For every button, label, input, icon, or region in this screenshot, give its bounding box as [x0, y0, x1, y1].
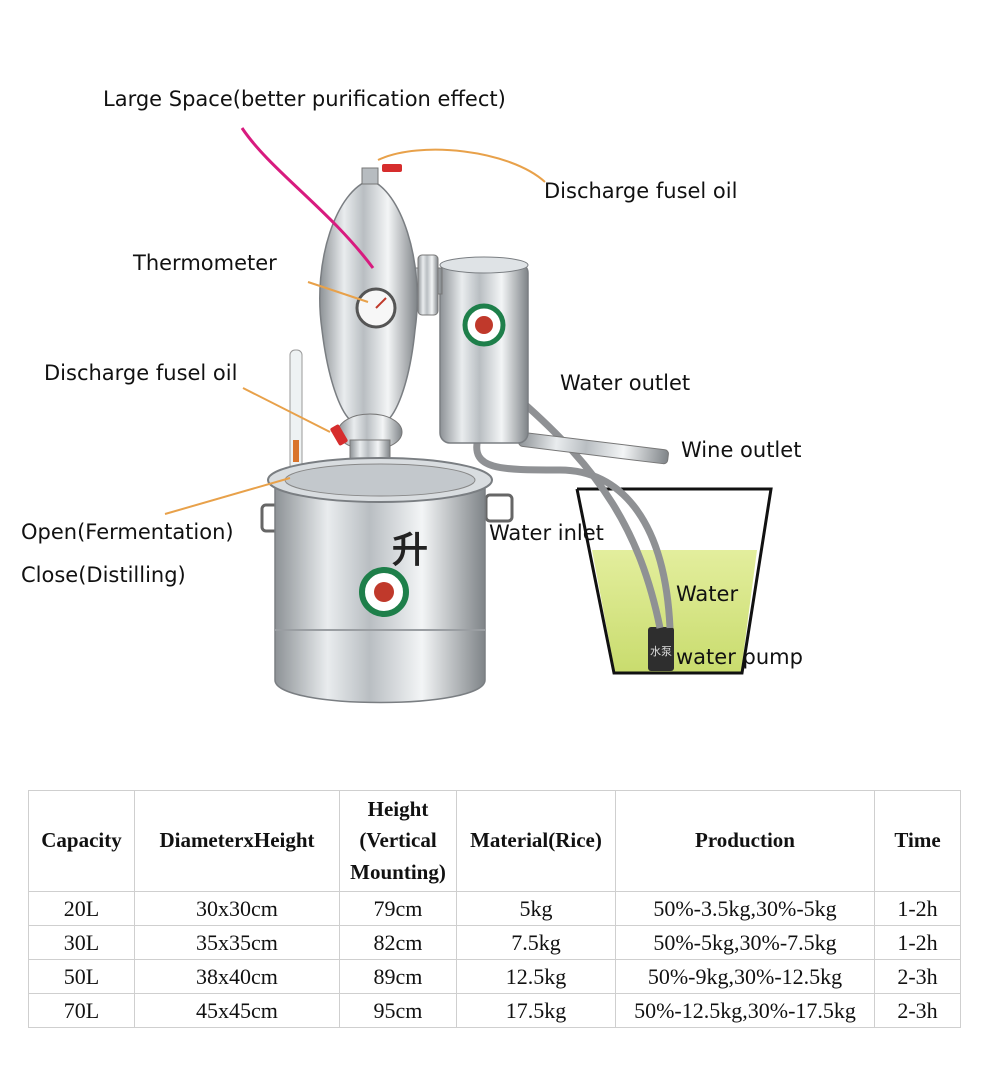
water-fill	[592, 550, 757, 672]
label-discharge-fusel-oil-top: Discharge fusel oil	[544, 179, 738, 203]
cell-diameter-height: 45x45cm	[134, 993, 340, 1028]
water-pump: 水泵	[648, 627, 674, 671]
cell-diameter-height: 30x30cm	[134, 891, 340, 926]
discharge-top-leader	[377, 148, 546, 183]
cell-material: 17.5kg	[456, 993, 616, 1028]
pump-text: 水泵	[650, 645, 672, 658]
header-production: Production	[615, 790, 875, 892]
table-row: 30L 35x35cm 82cm 7.5kg 50%-5kg,30%-7.5kg…	[28, 925, 961, 960]
top-valve-icon	[382, 164, 402, 172]
cell-height: 95cm	[339, 993, 457, 1028]
table-header-row: Capacity DiameterxHeight Height (Vertica…	[28, 790, 961, 892]
label-water-inlet: Water inlet	[489, 521, 604, 545]
header-material: Material(Rice)	[456, 790, 616, 892]
spec-table: Capacity DiameterxHeight Height (Vertica…	[28, 790, 961, 1028]
cell-production: 50%-3.5kg,30%-5kg	[615, 891, 875, 926]
cell-capacity: 30L	[28, 925, 135, 960]
cell-height: 82cm	[339, 925, 457, 960]
cell-height: 79cm	[339, 891, 457, 926]
cell-production: 50%-9kg,30%-12.5kg	[615, 959, 875, 994]
label-wine-outlet: Wine outlet	[681, 438, 802, 462]
header-capacity: Capacity	[28, 790, 135, 892]
cell-diameter-height: 38x40cm	[134, 959, 340, 994]
header-time: Time	[874, 790, 961, 892]
label-thermometer: Thermometer	[133, 251, 277, 275]
cell-production: 50%-12.5kg,30%-17.5kg	[615, 993, 875, 1028]
label-water: Water	[676, 582, 739, 606]
cell-time: 1-2h	[874, 925, 961, 960]
cell-time: 2-3h	[874, 993, 961, 1028]
cell-production: 50%-5kg,30%-7.5kg	[615, 925, 875, 960]
thermometer-leader	[307, 281, 369, 303]
large-space-leader	[240, 127, 375, 269]
pot-logo-text: 升	[392, 530, 428, 571]
cell-height: 89cm	[339, 959, 457, 994]
table-row: 20L 30x30cm 79cm 5kg 50%-3.5kg,30%-5kg 1…	[28, 891, 961, 926]
table-row: 50L 38x40cm 89cm 12.5kg 50%-9kg,30%-12.5…	[28, 959, 961, 994]
condenser	[439, 256, 529, 444]
cell-time: 2-3h	[874, 959, 961, 994]
cell-material: 12.5kg	[456, 959, 616, 994]
label-water-pump: water pump	[676, 645, 803, 669]
cell-material: 7.5kg	[456, 925, 616, 960]
water-bucket	[575, 487, 773, 675]
table-row: 70L 45x45cm 95cm 17.5kg 50%-12.5kg,30%-1…	[28, 993, 961, 1028]
distiller-diagram: 水泵 升	[164, 127, 773, 704]
label-water-outlet: Water outlet	[560, 371, 691, 395]
cell-material: 5kg	[456, 891, 616, 926]
header-height-vertical: Height (Vertical Mounting)	[339, 790, 457, 892]
label-close-distilling: Close(Distilling)	[21, 563, 186, 587]
open-close-leader	[164, 477, 291, 515]
water-inlet-hose	[473, 437, 674, 629]
thermometer-gauge	[355, 287, 397, 329]
cell-capacity: 20L	[28, 891, 135, 926]
header-diameter-height: DiameterxHeight	[134, 790, 340, 892]
label-open-fermentation: Open(Fermentation)	[21, 520, 234, 544]
cell-capacity: 70L	[28, 993, 135, 1028]
fermentation-pot: 升	[260, 457, 514, 704]
side-valve-icon	[330, 424, 348, 446]
discharge-left-leader	[242, 387, 331, 433]
wine-outlet-pipe	[518, 431, 669, 465]
cell-time: 1-2h	[874, 891, 961, 926]
label-large-space: Large Space(better purification effect)	[103, 87, 506, 111]
cell-diameter-height: 35x35cm	[134, 925, 340, 960]
cell-capacity: 50L	[28, 959, 135, 994]
bucket-outline	[575, 487, 773, 675]
label-discharge-fusel-oil-left: Discharge fusel oil	[44, 361, 238, 385]
